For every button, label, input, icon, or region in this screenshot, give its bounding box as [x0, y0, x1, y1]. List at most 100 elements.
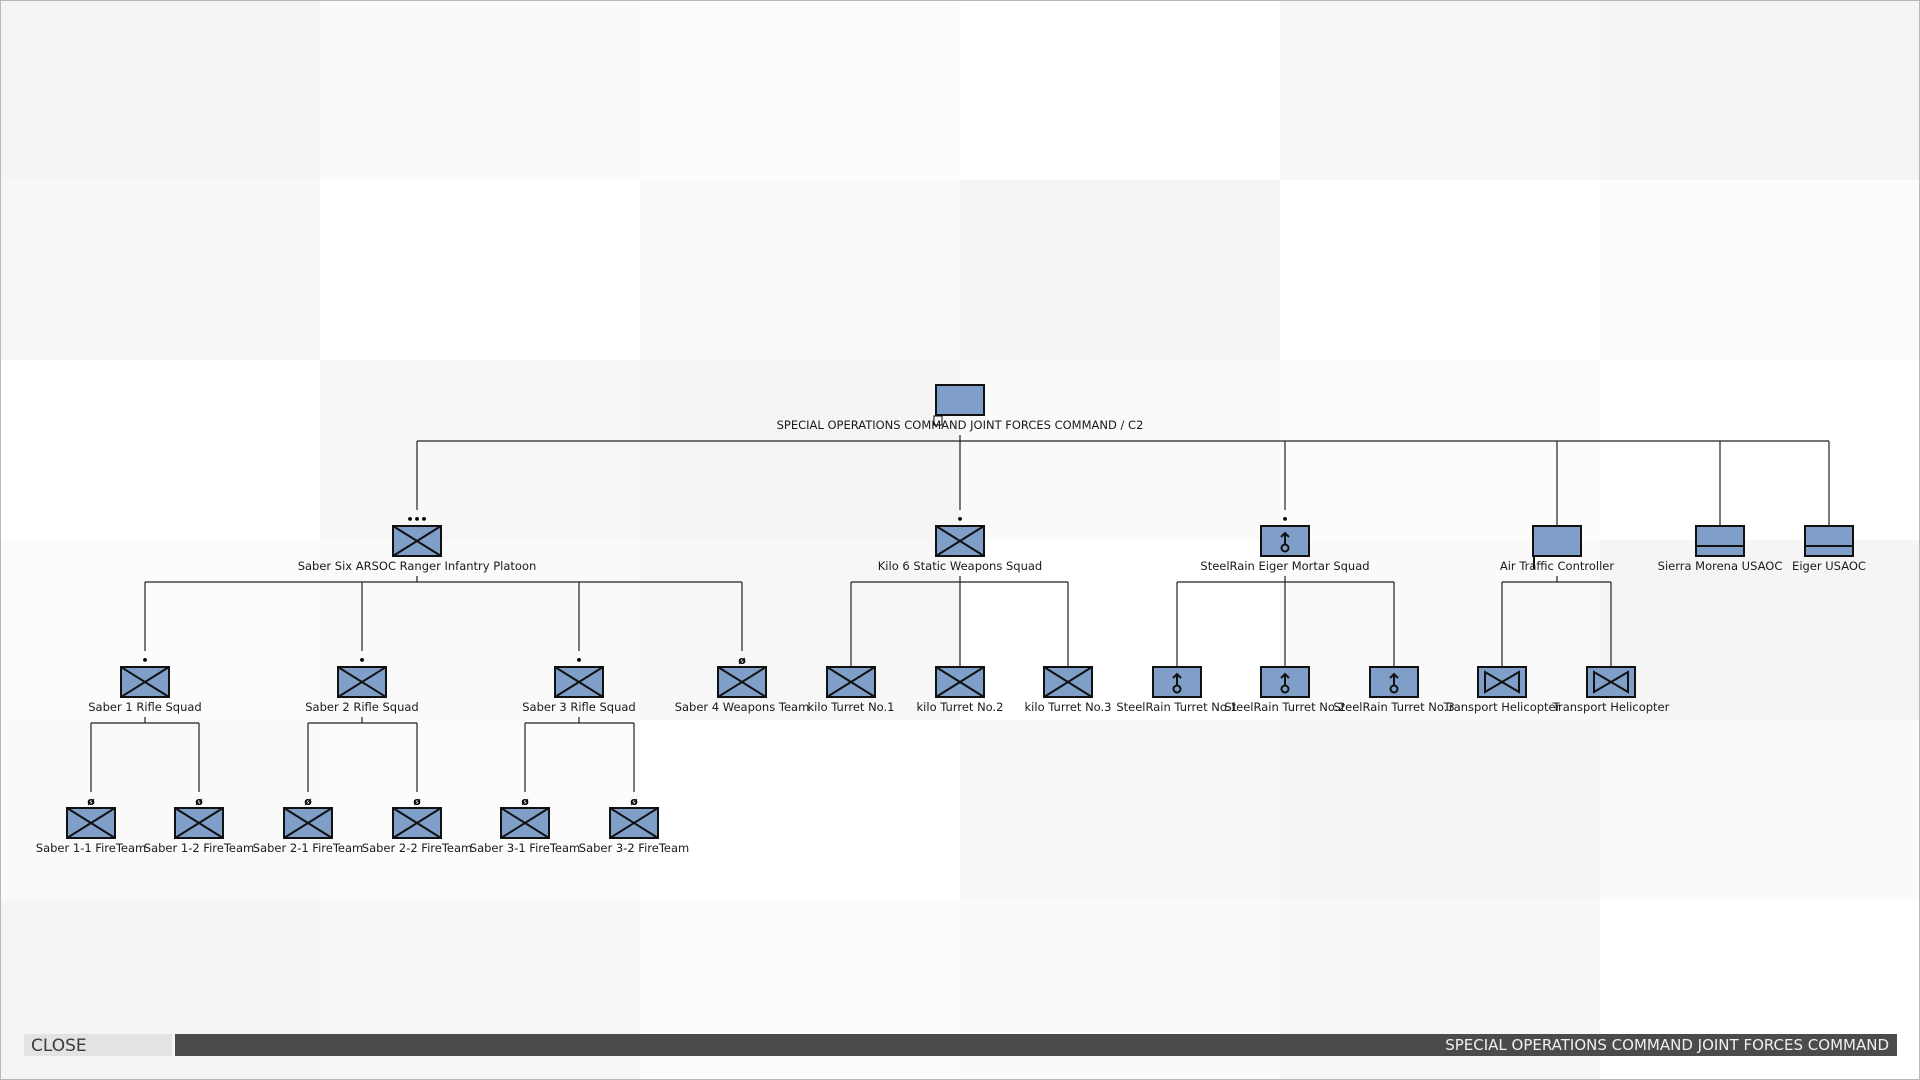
unit-node[interactable]: SteelRain Turret No.2 — [1224, 666, 1346, 714]
unit-label: Eiger USAOC — [1792, 559, 1866, 573]
echelon-modifier: • — [358, 654, 365, 667]
unit-frame — [1695, 525, 1745, 557]
echelon-modifier: ø — [304, 795, 312, 808]
infantry-cross-line — [500, 807, 550, 839]
unit-node[interactable]: • Saber 1 Rifle Squad — [88, 654, 201, 714]
echelon-modifier: ø — [413, 795, 421, 808]
echelon-modifier: • — [141, 654, 148, 667]
hq-staff-marker — [933, 415, 943, 426]
echelon-modifier: ø — [738, 654, 746, 667]
unit-node[interactable]: ••• Saber Six ARSOC Ranger Infantry Plato… — [298, 513, 537, 573]
rotor-icon-left — [1484, 670, 1504, 694]
unit-node[interactable]: • Saber 3 Rifle Squad — [522, 654, 635, 714]
echelon-modifier: ••• — [406, 513, 427, 526]
infantry-cross-line — [1043, 666, 1093, 698]
unit-label: Transport Helicopter — [1552, 700, 1670, 714]
unit-node[interactable]: kilo Turret No.1 — [808, 666, 895, 714]
unit-node[interactable]: kilo Turret No.3 — [1025, 666, 1112, 714]
unit-label: Kilo 6 Static Weapons Squad — [878, 559, 1042, 573]
echelon-modifier: ø — [521, 795, 529, 808]
unit-label: Saber 4 Weapons Team — [675, 700, 810, 714]
unit-node[interactable]: Air Traffic Controller — [1500, 525, 1614, 573]
unit-label: SteelRain Turret No.1 — [1116, 700, 1237, 714]
infantry-cross-line — [392, 807, 442, 839]
footer-title: SPECIAL OPERATIONS COMMAND JOINT FORCES … — [1445, 1036, 1889, 1054]
echelon-modifier: • — [1281, 513, 1288, 526]
infantry-cross-line — [935, 525, 985, 557]
rotor-icon-right — [1500, 670, 1520, 694]
rotor-icon-left — [1593, 670, 1613, 694]
unit-node[interactable]: Eiger USAOC — [1792, 525, 1866, 573]
unit-node[interactable]: Sierra Morena USAOC — [1658, 525, 1783, 573]
unit-label: SteelRain Turret No.2 — [1224, 700, 1345, 714]
footer-bar: SPECIAL OPERATIONS COMMAND JOINT FORCES … — [175, 1034, 1897, 1056]
infantry-cross-line — [935, 666, 985, 698]
infantry-cross-line — [66, 807, 116, 839]
unit-label: SteelRain Eiger Mortar Squad — [1200, 559, 1369, 573]
echelon-modifier: ø — [630, 795, 638, 808]
unit-node[interactable]: SPECIAL OPERATIONS COMMAND JOINT FORCES … — [777, 384, 1144, 432]
unit-label: kilo Turret No.3 — [1025, 700, 1112, 714]
echelon-modifier: ø — [195, 795, 203, 808]
mortar-icon-arrow — [1389, 672, 1399, 679]
unit-frame — [1532, 525, 1582, 557]
mortar-icon-arrow — [1172, 672, 1182, 679]
mortar-icon-circle — [1172, 684, 1182, 694]
unit-frame — [935, 384, 985, 416]
rotor-icon-right — [1609, 670, 1629, 694]
mortar-icon-circle — [1280, 543, 1290, 553]
unit-label: Saber 2-1 FireTeam — [253, 841, 363, 855]
echelon-modifier: ø — [87, 795, 95, 808]
mortar-icon-arrow — [1280, 531, 1290, 538]
mortar-icon-arrow — [1280, 672, 1290, 679]
mortar-icon-circle — [1389, 684, 1399, 694]
unit-label: Air Traffic Controller — [1500, 559, 1614, 573]
infantry-cross-line — [283, 807, 333, 839]
infantry-cross-line — [337, 666, 387, 698]
infantry-cross-line — [120, 666, 170, 698]
mortar-icon-circle — [1280, 684, 1290, 694]
close-button[interactable]: CLOSE — [24, 1034, 172, 1056]
infantry-cross-line — [392, 525, 442, 557]
unit-label: Saber Six ARSOC Ranger Infantry Platoon — [298, 559, 537, 573]
echelon-modifier: • — [575, 654, 582, 667]
unit-node[interactable]: • Saber 2 Rifle Squad — [305, 654, 418, 714]
unit-label: Saber 3-2 FireTeam — [579, 841, 689, 855]
unit-frame — [1804, 525, 1854, 557]
infantry-cross-line — [609, 807, 659, 839]
unit-label: kilo Turret No.2 — [917, 700, 1004, 714]
infantry-cross-line — [554, 666, 604, 698]
unit-label: Saber 3 Rifle Squad — [522, 700, 635, 714]
unit-label: Saber 2 Rifle Squad — [305, 700, 418, 714]
unit-label: Saber 1-1 FireTeam — [36, 841, 146, 855]
infantry-cross-line — [174, 807, 224, 839]
unit-label: Transport Helicopter — [1443, 700, 1561, 714]
unit-node[interactable]: Transport Helicopter — [1552, 666, 1670, 714]
echelon-modifier: • — [956, 513, 963, 526]
unit-label: Saber 2-2 FireTeam — [362, 841, 472, 855]
unit-label: Saber 3-1 FireTeam — [470, 841, 580, 855]
unit-label: Sierra Morena USAOC — [1658, 559, 1783, 573]
unit-node[interactable]: • SteelRain Eiger Mortar Squad — [1200, 513, 1369, 573]
unit-label: Saber 1-2 FireTeam — [144, 841, 254, 855]
unit-label: Saber 1 Rifle Squad — [88, 700, 201, 714]
unit-node[interactable]: • Kilo 6 Static Weapons Squad — [878, 513, 1042, 573]
infantry-cross-line — [826, 666, 876, 698]
infantry-cross-line — [717, 666, 767, 698]
unit-label: SPECIAL OPERATIONS COMMAND JOINT FORCES … — [777, 418, 1144, 432]
unit-label: SteelRain Turret No.3 — [1333, 700, 1454, 714]
unit-node[interactable]: SteelRain Turret No.3 — [1333, 666, 1455, 714]
unit-node[interactable]: SteelRain Turret No.1 — [1116, 666, 1238, 714]
unit-node[interactable]: kilo Turret No.2 — [917, 666, 1004, 714]
unit-label: kilo Turret No.1 — [808, 700, 895, 714]
unit-node[interactable]: Transport Helicopter — [1443, 666, 1561, 714]
